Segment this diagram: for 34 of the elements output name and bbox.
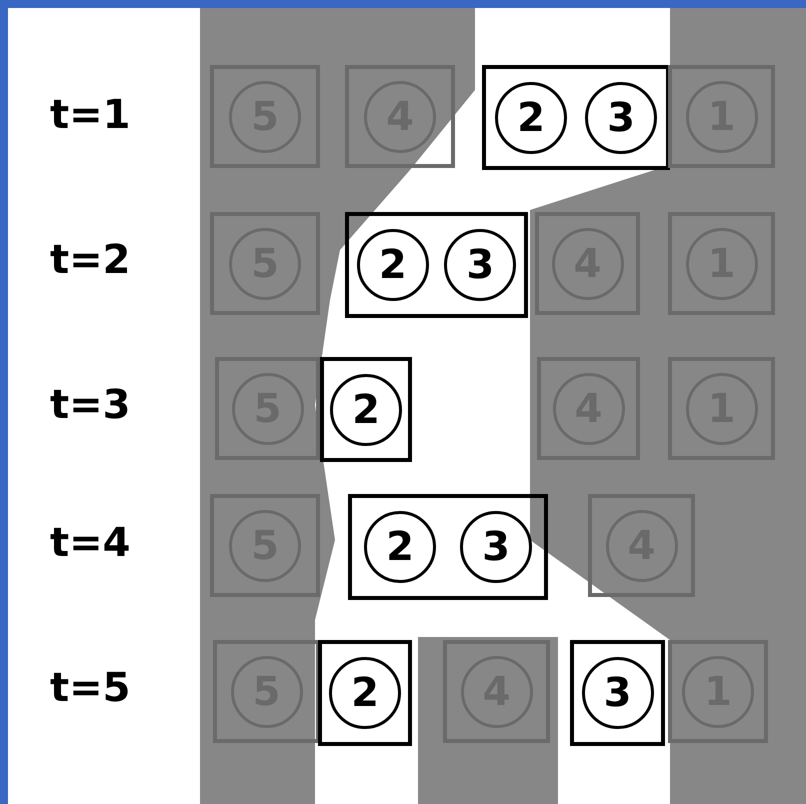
shaded-box — [537, 357, 640, 460]
shaded-box — [668, 212, 775, 315]
shaded-box — [588, 494, 695, 597]
shaded-box — [668, 640, 768, 743]
number-circle: 3 — [444, 229, 516, 301]
shaded-box — [210, 212, 320, 315]
shaded-box — [210, 65, 320, 168]
shaded-box — [535, 212, 640, 315]
group-box — [320, 357, 412, 462]
shaded-box — [443, 640, 550, 743]
time-step-label: t=3 — [50, 382, 132, 428]
number-circle: 3 — [582, 657, 654, 729]
group-box — [318, 640, 412, 746]
time-step-label: t=5 — [50, 665, 132, 711]
time-step-label: t=2 — [50, 237, 132, 283]
number-circle: 2 — [329, 657, 401, 729]
time-step-label: t=4 — [50, 520, 132, 566]
group-box — [570, 640, 665, 746]
shaded-box — [668, 357, 775, 460]
number-circle: 3 — [460, 511, 532, 583]
group-box — [348, 494, 548, 600]
shaded-box — [215, 357, 320, 460]
shaded-box — [213, 640, 320, 743]
number-circle: 2 — [356, 229, 429, 301]
number-circle: 2 — [364, 511, 436, 583]
number-circle: 2 — [495, 82, 567, 154]
shaded-box — [210, 494, 320, 597]
number-circle: 3 — [585, 82, 657, 154]
time-step-label: t=1 — [50, 92, 132, 138]
group-box — [482, 65, 670, 170]
shaded-box — [668, 65, 775, 168]
number-circle: 2 — [330, 374, 402, 446]
shaded-box — [345, 65, 455, 168]
group-box — [345, 212, 528, 318]
